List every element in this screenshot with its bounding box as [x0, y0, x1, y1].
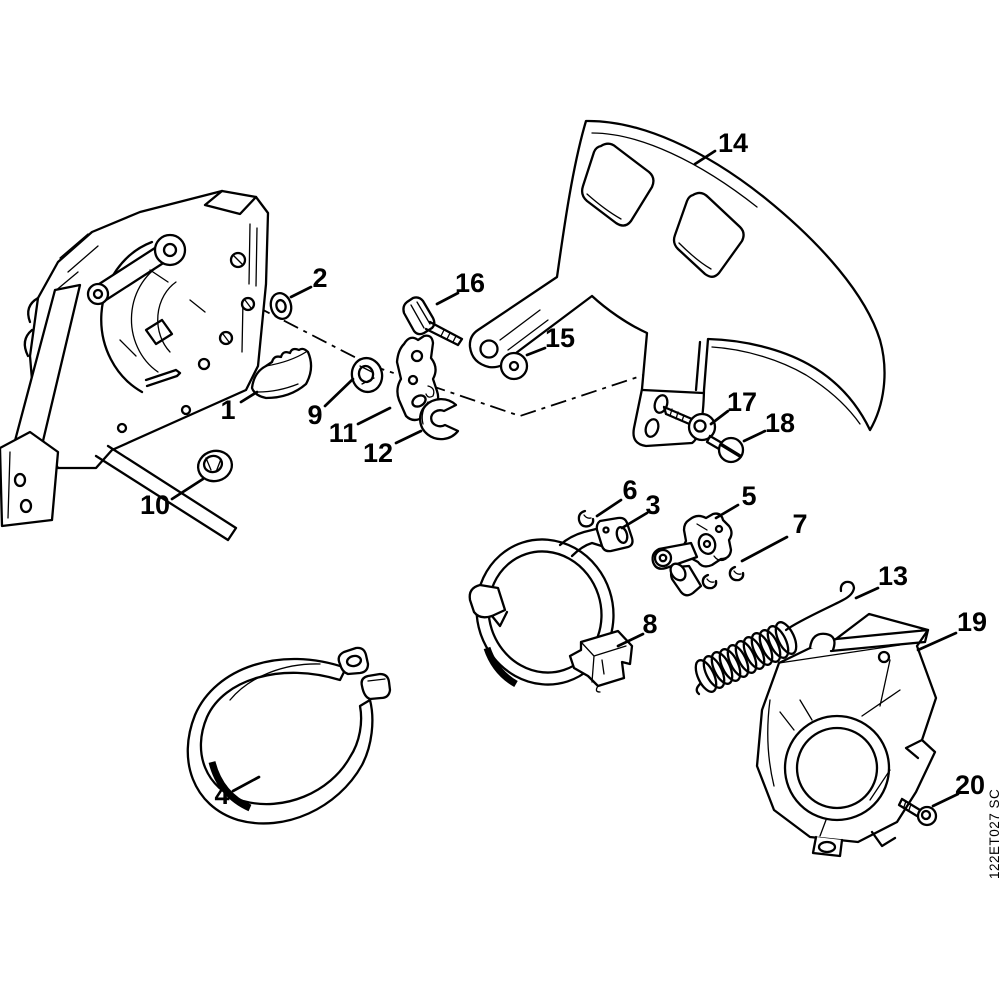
- callout-13: 13: [878, 561, 908, 591]
- part-13-spring: [694, 580, 856, 696]
- callout-12: 12: [363, 438, 393, 468]
- callout-11: 11: [329, 418, 358, 448]
- part-19-sprocket-cover: [755, 612, 938, 858]
- part-20-screw: [897, 797, 938, 827]
- callout-19: 19: [957, 607, 987, 637]
- part-6-e-clip: [577, 509, 595, 528]
- callout-3: 3: [645, 490, 660, 520]
- callout-15: 15: [545, 323, 575, 353]
- part-12-cam-clip: [418, 398, 460, 441]
- callout-8: 8: [642, 609, 657, 639]
- part-7-e-clips: [701, 565, 745, 590]
- part-15-washer: [499, 351, 529, 381]
- part-crankcase-assembly: [0, 189, 270, 542]
- callout-20: 20: [955, 770, 985, 800]
- callout-6: 6: [622, 475, 637, 505]
- part-2-washer: [269, 292, 293, 320]
- callout-16: 16: [455, 268, 485, 298]
- part-14-hand-guard: [468, 119, 886, 448]
- callout-2: 2: [312, 263, 327, 293]
- callout-14: 14: [718, 128, 748, 158]
- callout-labels: 1 2 3 4 5 6 7 8 9 10 11 12 13 14 15 16 1…: [140, 128, 987, 810]
- part-1-cover-plate: [250, 347, 313, 400]
- callout-17: 17: [727, 387, 757, 417]
- part-5-brake-toggle: [651, 512, 733, 597]
- leader-lines: [170, 149, 960, 808]
- part-18-screw: [705, 434, 745, 464]
- part-9-bushing: [350, 356, 384, 394]
- callout-1: 1: [220, 395, 235, 425]
- part-10-ring: [196, 449, 234, 483]
- callout-9: 9: [307, 400, 322, 430]
- drawing-number-watermark: 122ET027 SC: [987, 789, 1000, 879]
- assembly-centerlines: [169, 261, 651, 417]
- callout-18: 18: [765, 408, 795, 438]
- part-16-pivot-pin: [402, 296, 464, 347]
- callout-5: 5: [741, 481, 756, 511]
- callout-10: 10: [140, 490, 170, 520]
- callout-7: 7: [792, 509, 807, 539]
- brake-band-assembly: [468, 509, 634, 688]
- part-8-bracket: [568, 629, 634, 693]
- part-17-screw: [662, 405, 717, 442]
- part-4-brake-band: [186, 646, 392, 825]
- callout-4: 4: [214, 780, 229, 810]
